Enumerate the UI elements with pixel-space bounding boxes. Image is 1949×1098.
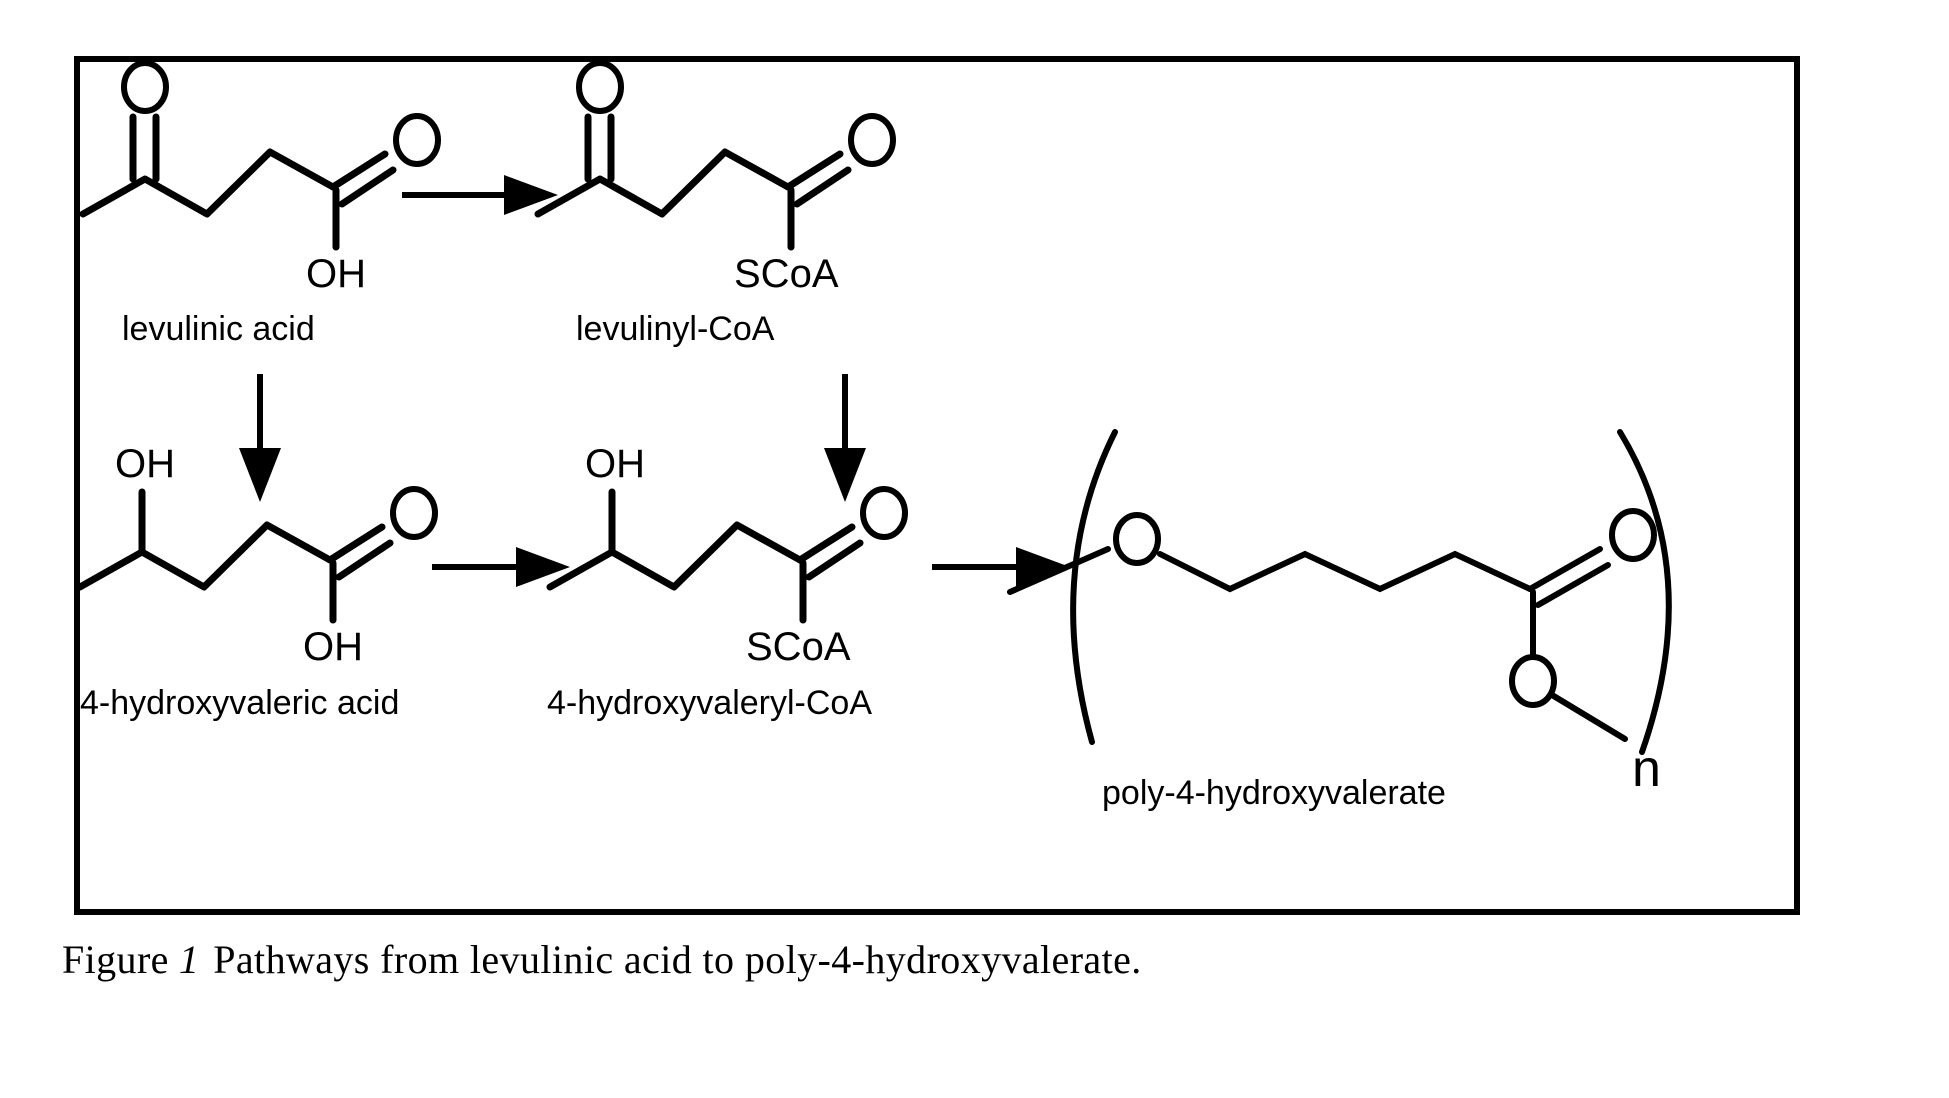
- arrow-head: [824, 448, 866, 502]
- structure-poly-4-hydroxyvalerate: n poly-4-hydroxyvalerate: [1007, 429, 1672, 812]
- arrow-head: [516, 547, 570, 587]
- arrow-hydroxyvaleric-to-hydroxyvaleryl: [432, 547, 570, 587]
- levulinyl-coa-name: levulinyl-CoA: [576, 310, 775, 348]
- polymer-left-open-bond: [1007, 546, 1111, 595]
- pathway-diagram: OH levulinic acid SCoA levulinyl-: [80, 62, 1672, 812]
- polymer-name: poly-4-hydroxyvalerate: [1102, 774, 1446, 812]
- hydroxyvaleric-top-oh-label: OH: [115, 442, 175, 486]
- carbon-chain: [546, 521, 804, 591]
- carboxyl-oxygen-icon: [393, 113, 441, 167]
- carbonyl-double-bond-b: [805, 539, 864, 581]
- figure-frame: OH levulinic acid SCoA levulinyl-: [74, 56, 1800, 915]
- polymer-right-open-bond: [1549, 692, 1628, 742]
- arrow-head: [1016, 547, 1070, 587]
- polymer-carbonyl-bond-b: [1535, 562, 1611, 608]
- hydroxyvaleric-oh-label: OH: [303, 625, 363, 669]
- caption-prefix: Figure: [62, 937, 169, 982]
- polymer-carbonyl-oxygen-icon: [1609, 508, 1657, 562]
- carbon-chain: [534, 148, 792, 218]
- levulinic-acid-oh-label: OH: [306, 252, 366, 296]
- carbon-chain: [80, 148, 337, 218]
- ester-oxygen-icon: [1509, 654, 1557, 708]
- carboxyl-double-bond-a: [329, 150, 389, 191]
- carboxyl-oxygen-icon: [390, 486, 438, 540]
- carbonyl-oxygen-icon: [848, 113, 896, 167]
- polymer-carbonyl-bond-a: [1527, 546, 1603, 592]
- structure-4-hydroxyvaleryl-coa: OH SCoA 4-hydroxyvaleryl-CoA: [546, 442, 908, 722]
- structure-levulinic-acid: OH levulinic acid: [80, 62, 441, 348]
- arrow-levulinic-to-hydroxyvaleric: [239, 374, 281, 502]
- structure-4-hydroxyvaleric-acid: OH OH 4-hydroxyvaleric acid: [80, 442, 438, 722]
- carboxyl-double-bond-b: [338, 166, 397, 208]
- polymer-left-bracket: [1070, 429, 1118, 745]
- ether-oxygen-icon: [1113, 512, 1161, 566]
- caption-text: Pathways from levulinic acid to poly-4-h…: [213, 937, 1142, 982]
- carbonyl-double-bond-a: [784, 150, 844, 191]
- hydroxyvaleryl-top-oh-label: OH: [585, 442, 645, 486]
- arrow-levulinyl-to-hydroxyvaleryl: [824, 374, 866, 502]
- arrow-head: [504, 175, 558, 215]
- polymer-carbon-chain: [1157, 550, 1533, 593]
- polymer-right-bracket: [1617, 429, 1672, 755]
- hydroxyvaleryl-coa-name: 4-hydroxyvaleryl-CoA: [547, 684, 872, 722]
- arrow-head: [239, 448, 281, 502]
- arrow-hydroxyvaleryl-to-polymer: [932, 547, 1070, 587]
- carbon-chain: [80, 521, 334, 591]
- hydroxyvaleryl-scoa-label: SCoA: [746, 625, 851, 669]
- carboxyl-double-bond-b: [335, 539, 394, 581]
- carbonyl-double-bond-a: [796, 523, 856, 564]
- carbonyl-double-bond-b: [793, 166, 852, 208]
- carbonyl-oxygen-icon: [860, 486, 908, 540]
- levulinic-acid-name: levulinic acid: [122, 310, 315, 348]
- structure-levulinyl-coa: SCoA levulinyl-CoA: [534, 62, 896, 348]
- ketone-oxygen-icon: [576, 62, 624, 114]
- ketone-oxygen-icon: [121, 62, 169, 114]
- caption-number: 1: [178, 937, 200, 982]
- hydroxyvaleric-acid-name: 4-hydroxyvaleric acid: [80, 684, 399, 722]
- carboxyl-double-bond-a: [326, 523, 386, 564]
- arrow-levulinic-to-levulinyl: [402, 175, 558, 215]
- polymer-repeat-subscript: n: [1632, 740, 1661, 798]
- levulinyl-coa-scoa-label: SCoA: [734, 252, 839, 296]
